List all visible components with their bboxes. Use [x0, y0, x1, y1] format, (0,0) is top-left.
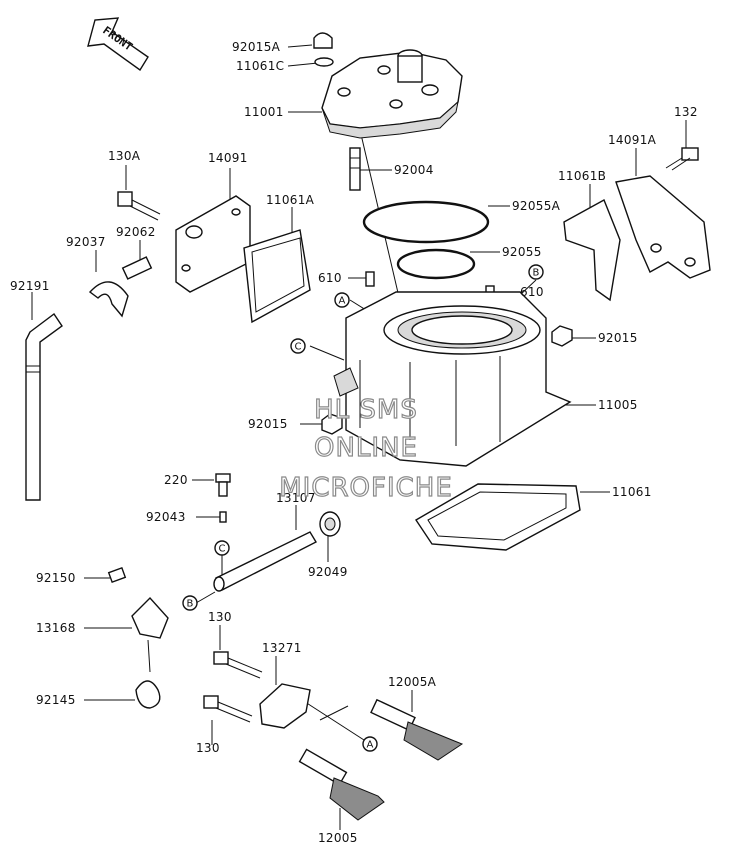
svg-text:C: C: [295, 342, 302, 353]
label-92037: 92037: [66, 235, 106, 249]
spring: [135, 639, 161, 709]
nut-92015-right: [551, 325, 573, 347]
svg-text:C: C: [219, 544, 226, 555]
svg-text:B: B: [187, 599, 194, 610]
pipe-fitting: [121, 256, 153, 280]
label-92055: 92055: [502, 245, 542, 259]
bolt-130-lower: [203, 695, 253, 723]
label-92043: 92043: [146, 510, 186, 524]
bolt-132: [665, 147, 699, 171]
label-92004: 92004: [394, 163, 434, 177]
label-11061: 11061: [612, 485, 652, 499]
label-14091A: 14091A: [608, 133, 657, 147]
o-ring-small: [396, 248, 476, 280]
pin-610-left: [365, 271, 375, 287]
callout-c-lower: C: [214, 540, 230, 556]
exhaust-valve-a: [370, 698, 464, 761]
label-92191: 92191: [10, 279, 50, 293]
callout-c-upper: C: [290, 338, 306, 354]
label-13168: 13168: [36, 621, 76, 635]
callout-a-upper: A: [334, 292, 350, 308]
bolt-130A: [117, 191, 161, 221]
part-labels: 92015A 11061C 11001 132 14091A 130A 1409…: [10, 40, 698, 845]
callout-b-lower: B: [182, 595, 198, 611]
label-92015-lower: 92015: [248, 417, 288, 431]
stud-bolt: [349, 147, 361, 191]
cylinder-head: [321, 49, 463, 139]
label-92049: 92049: [308, 565, 348, 579]
label-13271: 13271: [262, 641, 302, 655]
watermark-line-2: ONLINE: [314, 433, 418, 463]
label-92150: 92150: [36, 571, 76, 585]
cap-nut: [313, 32, 334, 67]
label-92015A: 92015A: [232, 40, 281, 54]
label-11001: 11001: [244, 105, 284, 119]
front-arrow-icon: FRONT: [87, 17, 149, 72]
label-13107: 13107: [276, 491, 316, 505]
label-132: 132: [674, 105, 698, 119]
base-gasket: [415, 483, 581, 551]
watermark-line-3: MICROFICHE: [279, 473, 453, 503]
label-92055A: 92055A: [512, 199, 561, 213]
cover-gasket: [243, 229, 311, 324]
bolt-92150: [107, 567, 127, 583]
label-92145: 92145: [36, 693, 76, 707]
label-12005: 12005: [318, 831, 358, 845]
watermark-line-1: HL SMS: [314, 395, 418, 425]
cylinder-block: [333, 291, 572, 467]
label-11061A: 11061A: [266, 193, 315, 207]
bolt-130-upper: [213, 651, 263, 679]
pin-92043: [219, 511, 227, 523]
nut-92015-lower: [321, 413, 343, 435]
watermark: HL SMS ONLINE MICROFICHE: [279, 394, 453, 503]
label-130A: 130A: [108, 149, 141, 163]
label-610-left: 610: [318, 271, 342, 285]
label-610-right: 610: [520, 285, 544, 299]
exhaust-cover-left: [175, 195, 251, 293]
label-92062: 92062: [116, 225, 156, 239]
clamp: [88, 281, 129, 318]
label-92015-right: 92015: [598, 331, 638, 345]
label-130-lower: 130: [196, 741, 220, 755]
valve-plate: [259, 683, 311, 729]
label-11005: 11005: [598, 398, 638, 412]
label-130-upper: 130: [208, 610, 232, 624]
exhaust-gasket-right: [563, 175, 711, 302]
callout-a-lower: A: [362, 736, 378, 752]
label-11061C: 11061C: [236, 59, 284, 73]
o-ring-large: [362, 200, 490, 244]
shaft: [213, 531, 317, 592]
label-220: 220: [164, 473, 188, 487]
label-14091: 14091: [208, 151, 248, 165]
svg-text:A: A: [339, 296, 346, 307]
callout-b-upper: B: [528, 264, 544, 280]
svg-text:A: A: [367, 740, 374, 751]
label-12005A: 12005A: [388, 675, 437, 689]
lever: [131, 596, 169, 639]
hose: [25, 312, 63, 501]
exhaust-valve: [298, 748, 385, 821]
screw-220: [215, 473, 231, 497]
label-11061B: 11061B: [558, 169, 606, 183]
svg-text:B: B: [533, 268, 540, 279]
